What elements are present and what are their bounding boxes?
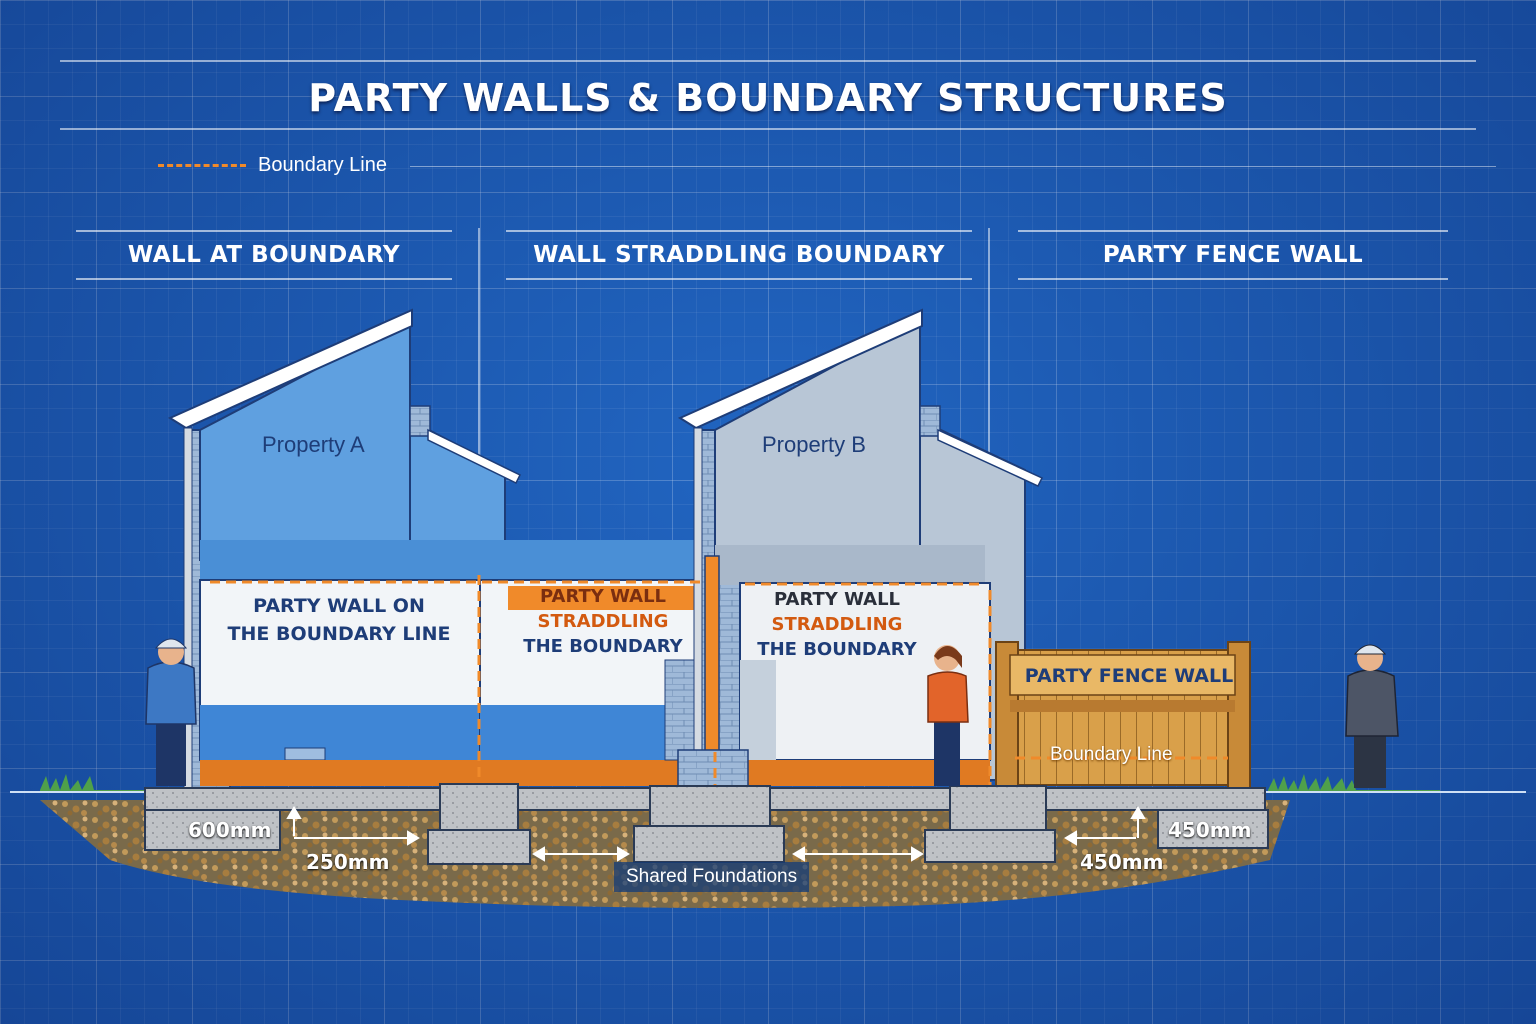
- person-woman: [927, 645, 969, 786]
- wall-label-straddling-2-line2: STRADDLING: [771, 614, 903, 635]
- section-heading-wall-straddling: WALL STRADDLING BOUNDARY: [506, 230, 972, 280]
- section-heading-wall-at-boundary: WALL AT BOUNDARY: [76, 230, 452, 280]
- wall-label-straddling-1: PARTY WALL STRADDLING THE BOUNDARY: [508, 584, 698, 659]
- grass-right: [1268, 774, 1440, 792]
- shared-foundations-label: Shared Foundations: [614, 862, 810, 892]
- person-right-worker: [1345, 644, 1399, 788]
- fence-title: PARTY FENCE WALL: [1024, 665, 1234, 687]
- pier-base: [677, 749, 749, 791]
- party-fence: [995, 641, 1251, 791]
- wall-label-straddling-1-line1: PARTY WALL: [539, 586, 667, 607]
- wall-label-straddling-2-line3: THE BOUNDARY: [757, 639, 917, 660]
- title-rule-bottom: [60, 128, 1476, 130]
- dimension-left-offset: 250mm: [306, 850, 390, 874]
- property-b-building: [677, 308, 1044, 791]
- dimension-arrows: [286, 806, 1146, 862]
- wall-label-straddling-1-line3: THE BOUNDARY: [523, 636, 683, 657]
- wall-label-on-boundary-line2: THE BOUNDARY LINE: [227, 623, 451, 645]
- property-a-building: [167, 308, 705, 791]
- foundations: [144, 783, 1269, 865]
- dimension-right-offset: 450mm: [1080, 850, 1164, 874]
- dimension-right-depth: 450mm: [1168, 818, 1252, 842]
- wall-label-straddling-2-line1: PARTY WALL: [773, 589, 901, 610]
- dimension-left-depth: 600mm: [188, 818, 272, 842]
- legend-label: Boundary Line: [258, 154, 387, 176]
- person-left-worker: [145, 638, 197, 786]
- diagram-title: PARTY WALLS & BOUNDARY STRUCTURES: [308, 76, 1228, 120]
- legend-boundary-line-swatch: [158, 164, 246, 167]
- wall-label-straddling-2: PARTY WALL STRADDLING THE BOUNDARY: [744, 587, 930, 662]
- legend: Boundary Line: [158, 154, 387, 177]
- wall-label-on-boundary-line1: PARTY WALL ON: [253, 595, 425, 617]
- property-b-label: Property B: [762, 432, 866, 457]
- boundary-lines: [210, 560, 992, 810]
- grass-left: [40, 774, 150, 792]
- section-heading-party-fence: PARTY FENCE WALL: [1018, 230, 1448, 280]
- property-a-label: Property A: [262, 432, 365, 457]
- wall-label-straddling-1-line2: STRADDLING: [537, 611, 669, 632]
- legend-rule: [410, 166, 1496, 167]
- title-rule-top: [60, 60, 1476, 62]
- fence-boundary-label: Boundary Line: [1050, 744, 1173, 765]
- wall-label-on-boundary: PARTY WALL ON THE BOUNDARY LINE: [222, 592, 456, 648]
